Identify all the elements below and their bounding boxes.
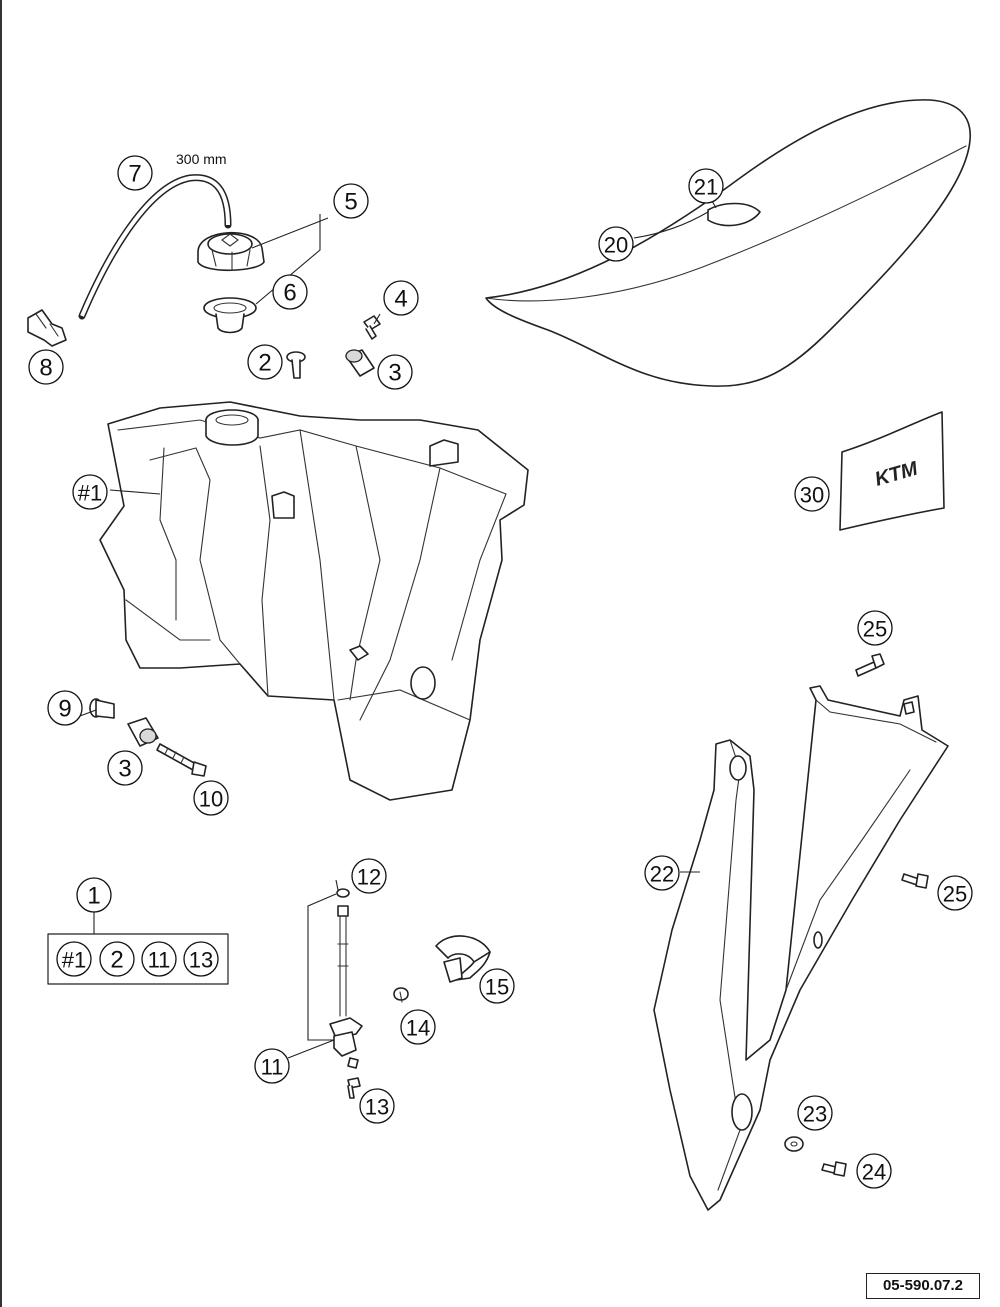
callout-c12-label: 12 (357, 865, 381, 890)
callout-c20-label: 20 (604, 233, 628, 258)
callout-c5-label: 5 (344, 189, 357, 216)
callout-c13: 13 (359, 1088, 395, 1124)
callout-c25a-label: 25 (863, 617, 887, 642)
callout-c30: 30 (794, 476, 830, 512)
callout-c22-label: 22 (650, 862, 674, 887)
bushing-3-upper-part (345, 349, 375, 377)
callout-c14: 14 (400, 1009, 436, 1045)
fuel-petcock-part (329, 888, 363, 1069)
callout-c20: 20 (598, 226, 634, 262)
callout-c7: 7 (117, 155, 153, 191)
screw-10-part (156, 743, 207, 777)
kit-item-2-label: 11 (148, 948, 171, 973)
fuel-cap-part (197, 231, 265, 272)
callout-c25b: 25 (937, 875, 973, 911)
kit-callout-label: 1 (87, 883, 100, 910)
callout-c9-label: 9 (58, 696, 71, 723)
seat-part (485, 99, 971, 387)
callout-c21-label: 21 (694, 175, 718, 200)
callout-c3a-label: 3 (388, 360, 401, 387)
elbow-fitting-part (27, 309, 67, 347)
kit-item-1-label: 2 (110, 947, 123, 974)
kit-item-3-label: 13 (189, 948, 213, 973)
fuel-tank-part (99, 401, 529, 801)
callout-c15-label: 15 (485, 975, 509, 1000)
callout-c8: 8 (28, 349, 64, 385)
callout-c15: 15 (479, 968, 515, 1004)
callout-c21: 21 (688, 168, 724, 204)
callout-c10: 10 (193, 780, 229, 816)
callout-c5: 5 (333, 183, 369, 219)
screw-13-part (347, 1077, 361, 1099)
callout-c25a: 25 (857, 610, 893, 646)
screw-25-upper-part (855, 653, 885, 677)
callout-c7-label: 7 (128, 161, 141, 188)
callout-c23: 23 (797, 1095, 833, 1131)
callout-c3b-label: 3 (118, 756, 131, 783)
callout-c30-label: 30 (800, 483, 824, 508)
hose-length-label: 300 mm (176, 151, 227, 167)
callout-c22: 22 (644, 855, 680, 891)
callout-c11: 11 (254, 1048, 290, 1084)
callout-cH1-label: #1 (78, 481, 102, 506)
callout-c6-label: 6 (283, 280, 296, 307)
callout-c12: 12 (351, 858, 387, 894)
washer-23-part (784, 1136, 804, 1152)
screw-25-right-part (901, 873, 929, 889)
kit-item-2: 11 (141, 941, 177, 977)
callout-c3a: 3 (377, 354, 413, 390)
cap-seal-part (203, 297, 257, 334)
kit-item-0-label: #1 (62, 948, 86, 973)
callout-c14-label: 14 (406, 1016, 430, 1041)
screw-4-part (363, 315, 381, 340)
hose-15-part (435, 935, 491, 983)
kit-item-1: 2 (99, 941, 135, 977)
callout-c23-label: 23 (803, 1102, 827, 1127)
kit-callout: 1 (76, 877, 112, 913)
side-panel-part (653, 685, 949, 1211)
kit-item-3: 13 (183, 941, 219, 977)
bolt-9-part (89, 698, 115, 719)
callout-cH1: #1 (72, 474, 108, 510)
clamp-14-part (393, 987, 409, 1003)
screw-24-part (821, 1161, 847, 1177)
callout-c6: 6 (272, 274, 308, 310)
page-edge-line (0, 0, 2, 1307)
callout-c9: 9 (47, 690, 83, 726)
callout-c4-label: 4 (394, 286, 407, 313)
bushing-3-lower-part (127, 717, 159, 747)
callout-c2-label: 2 (258, 350, 271, 377)
callout-c11-label: 11 (261, 1055, 284, 1080)
seat-decal-part: KTM (839, 411, 945, 531)
callout-c10-label: 10 (199, 787, 223, 812)
callout-c13-label: 13 (365, 1095, 389, 1120)
callout-c2: 2 (247, 344, 283, 380)
callout-c4: 4 (383, 280, 419, 316)
callout-c3b: 3 (107, 750, 143, 786)
diagram-reference-code: 05-590.07.2 (866, 1273, 980, 1299)
callout-c24: 24 (856, 1153, 892, 1189)
callout-c8-label: 8 (39, 355, 52, 382)
kit-item-0: #1 (56, 941, 92, 977)
callout-c24-label: 24 (862, 1160, 886, 1185)
bolt-2-part (286, 351, 306, 379)
fuel-hose-part (78, 174, 232, 320)
callout-c25b-label: 25 (943, 882, 967, 907)
